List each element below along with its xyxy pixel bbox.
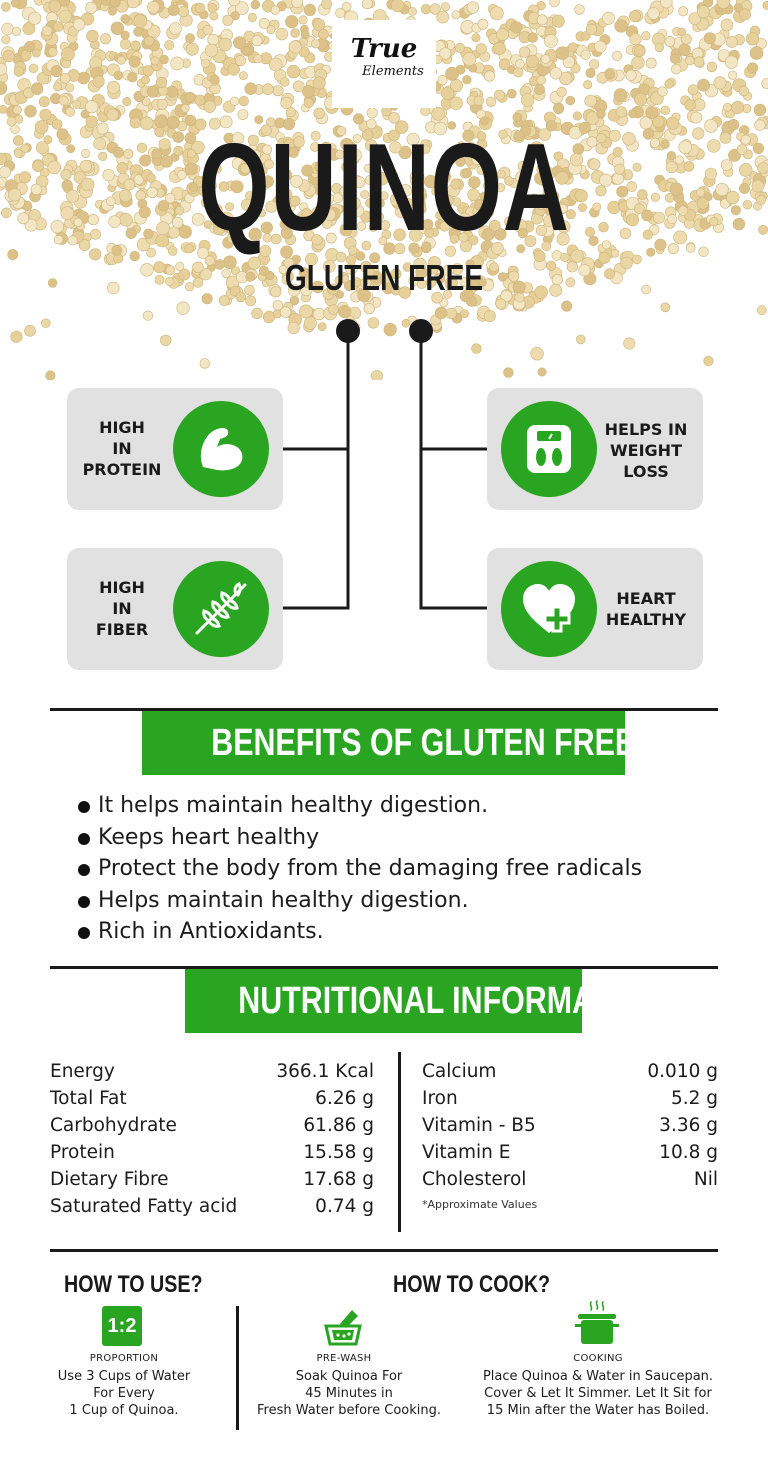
nutrient-name: Carbohydrate [50, 1115, 177, 1136]
table-row: Saturated Fatty acid 0.74 g [50, 1193, 374, 1220]
nutrient-value: 17.68 g [303, 1169, 374, 1190]
bullet-dot [78, 801, 90, 813]
nutrient-name: Protein [50, 1142, 115, 1163]
nutrient-name: Energy [50, 1061, 115, 1082]
bullet-dot [78, 864, 90, 876]
how-to-divider [236, 1306, 239, 1430]
bullet-dot [78, 832, 90, 845]
nutrient-name: Iron [422, 1088, 458, 1109]
table-row: Iron 5.2 g [422, 1085, 718, 1112]
nutrient-name: Cholesterol [422, 1169, 527, 1190]
benefit-text: Rich in Antioxidants. [98, 919, 324, 944]
wheat-icon [173, 561, 269, 657]
table-row: Dietary Fibre 17.68 g [50, 1166, 374, 1193]
card-heart-healthy-label: HEART HEALTHY [605, 589, 687, 629]
how-to-cook-title: HOW TO COOK? [393, 1271, 551, 1298]
list-item: Keeps heart healthy [76, 822, 736, 854]
nutrient-value: 0.010 g [647, 1061, 718, 1082]
bullet-dot [78, 927, 90, 939]
section-divider [50, 1249, 718, 1252]
brand-logo-line2: Elements [362, 64, 424, 79]
prewash-text: Soak Quinoa For 45 Minutes in Fresh Wate… [256, 1369, 441, 1418]
table-row: Vitamin E 10.8 g [422, 1139, 718, 1166]
table-row: Cholesterol Nil [422, 1166, 718, 1193]
section-divider [50, 966, 718, 969]
nutrient-name: Vitamin - B5 [422, 1115, 536, 1136]
nutrient-value: 61.86 g [303, 1115, 374, 1136]
nutrient-value: Nil [693, 1169, 718, 1190]
nutrient-name: Dietary Fibre [50, 1169, 169, 1190]
nutrient-value: 3.36 g [659, 1115, 718, 1136]
section-divider [50, 708, 718, 711]
list-item: Helps maintain healthy digestion. [76, 885, 736, 917]
nutrition-table-right: Calcium 0.010 g Iron 5.2 g Vitamin - B5 3.3… [422, 1058, 718, 1215]
nutrient-value: 0.74 g [315, 1196, 374, 1217]
brand-logo: True Elements [332, 20, 436, 108]
nutrient-value: 6.26 g [315, 1088, 374, 1109]
benefit-text: Keeps heart healthy [98, 824, 320, 850]
nutrient-value: 15.58 g [303, 1142, 374, 1163]
cooking-caption: COOKING [573, 1353, 623, 1364]
benefits-title: BENEFITS OF GLUTEN FREE QUINOA [142, 711, 765, 775]
nutrient-name: Total Fat [50, 1088, 127, 1109]
list-item: Protect the body from the damaging free … [76, 853, 736, 885]
card-high-fiber-label: HIGH IN FIBER [95, 578, 149, 639]
nutrition-table-left: Energy 366.1 Kcal Total Fat 6.26 g Carbohy… [50, 1058, 374, 1220]
nutrition-title-text: NUTRITIONAL INFORMATION [238, 980, 665, 1022]
cooking-text: Place Quinoa & Water in Saucepan. Cover … [482, 1369, 714, 1418]
hero-subtitle: GLUTEN FREE [284, 257, 484, 298]
bullet-dot [78, 895, 90, 908]
heart-plus-icon [501, 561, 597, 657]
table-row: Calcium 0.010 g [422, 1058, 718, 1085]
proportion-text: Use 3 Cups of Water For Every 1 Cup of Q… [57, 1369, 191, 1418]
list-item: It helps maintain healthy digestion. [76, 790, 736, 822]
benefit-text: Protect the body from the damaging free … [98, 856, 643, 881]
cooking-pot-icon [575, 1300, 619, 1344]
nutrition-column-divider [398, 1052, 401, 1232]
hero-title: QUINOA [198, 119, 570, 257]
nutrient-value: 366.1 Kcal [276, 1061, 374, 1082]
flexed-arm-icon [173, 401, 269, 497]
card-weight-loss-label: HELPS IN WEIGHT LOSS [604, 420, 688, 481]
table-row: Carbohydrate 61.86 g [50, 1112, 374, 1139]
card-weight-loss: HELPS IN WEIGHT LOSS [487, 388, 703, 510]
nutrient-name: Saturated Fatty acid [50, 1196, 238, 1217]
card-high-protein-label: HIGH IN PROTEIN [82, 418, 162, 479]
table-row: Protein 15.58 g [50, 1139, 374, 1166]
table-row: Energy 366.1 Kcal [50, 1058, 374, 1085]
nutrient-name: Vitamin E [422, 1142, 511, 1163]
prewash-caption: PRE-WASH [316, 1353, 372, 1364]
weighing-scale-icon [501, 401, 597, 497]
card-high-protein: HIGH IN PROTEIN [67, 388, 283, 510]
connector-lines [282, 319, 488, 610]
how-to-use-title: HOW TO USE? [64, 1271, 203, 1298]
benefit-text: Helps maintain healthy digestion. [98, 887, 469, 913]
table-row: Vitamin - B5 3.36 g [422, 1112, 718, 1139]
card-heart-healthy: HEART HEALTHY [487, 548, 703, 670]
benefit-text: It helps maintain healthy digestion. [98, 793, 489, 818]
nutrient-name: Calcium [422, 1061, 497, 1082]
brand-logo-line1: True [350, 34, 418, 64]
nutrient-value: 10.8 g [659, 1142, 718, 1163]
card-high-fiber: HIGH IN FIBER [67, 548, 283, 670]
list-item: Rich in Antioxidants. [76, 916, 736, 948]
benefits-title-text: BENEFITS OF GLUTEN FREE QUINOA [211, 722, 766, 764]
approximate-values-note: *Approximate Values [422, 1198, 538, 1211]
nutrition-title: NUTRITIONAL INFORMATION [185, 969, 664, 1033]
benefits-list: It helps maintain healthy digestion. Kee… [76, 790, 736, 948]
connector-left-main [282, 331, 350, 610]
nutrient-value: 5.2 g [670, 1088, 718, 1109]
prewash-bowl-icon [324, 1310, 362, 1346]
table-row: Total Fat 6.26 g [50, 1085, 374, 1112]
proportion-ratio-icon: 1:2 [102, 1306, 142, 1346]
proportion-caption: PROPORTION [89, 1353, 159, 1364]
connector-right-main [419, 331, 488, 610]
